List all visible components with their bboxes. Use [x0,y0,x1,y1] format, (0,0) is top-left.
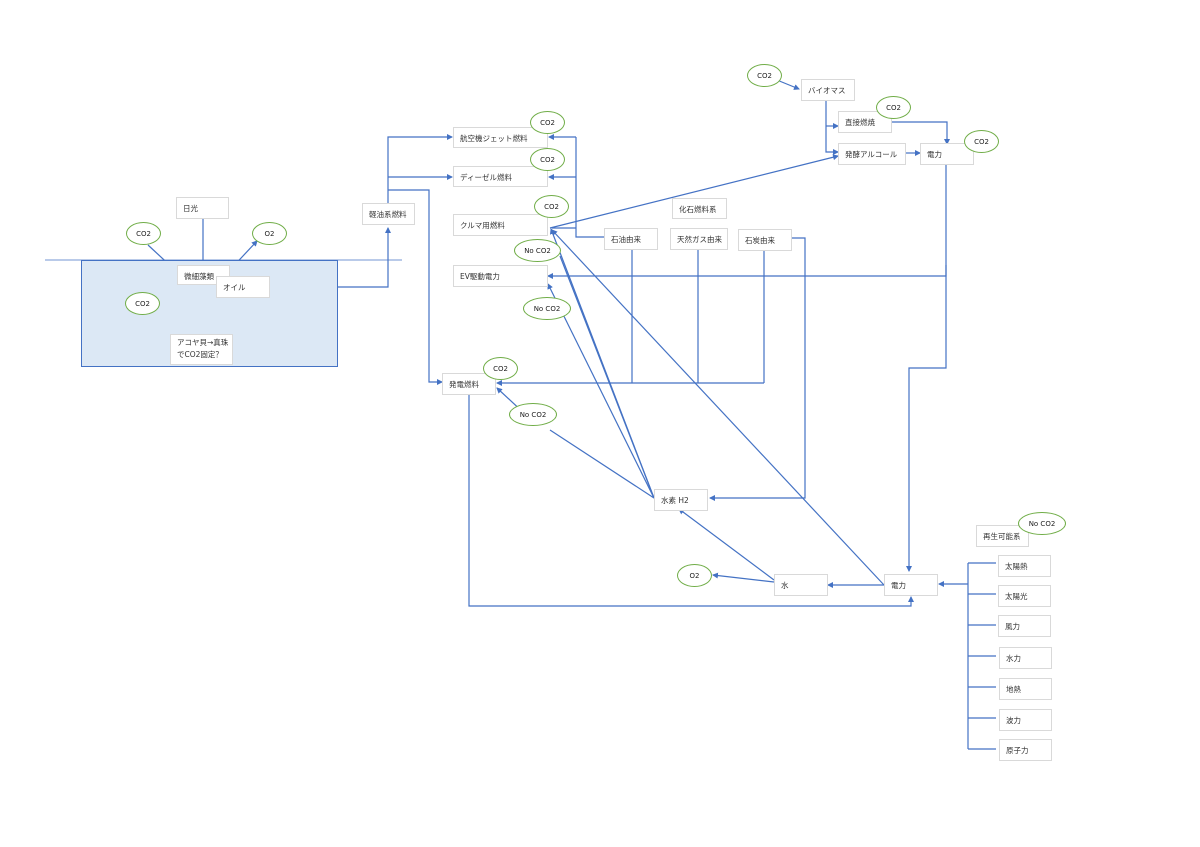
arrow-lightoil-to-powergen [388,189,443,385]
ellipse-o2-water: O2 [677,564,712,587]
ellipse-noco2-ev: No CO2 [523,297,571,320]
ellipse-co2-diesel: CO2 [530,148,565,171]
ellipse-co2-algae-top: CO2 [126,222,161,245]
box-solar-light: 太陽光 [998,585,1051,607]
arrow-lightoil-to-jet [387,134,453,203]
box-jet-fuel: 航空機ジェット燃料 [453,127,548,148]
box-from-natural-gas: 天然ガス由来 [670,228,728,250]
box-renewable-group: 再生可能系 [976,525,1029,547]
ellipse-co2-algae-bottom: CO2 [125,292,160,315]
box-pearl: アコヤ貝→真珠でCO2固定？ [170,334,233,365]
box-electricity-bio: 電力 [920,143,974,165]
box-from-coal: 石炭由来 [738,229,792,251]
box-water: 水 [774,574,828,596]
ellipse-noco2-car: No CO2 [514,239,561,262]
box-biomass: バイオマス [801,79,855,101]
arrow-coal-to-hydrogen [709,237,806,501]
ellipse-co2-bio-elec: CO2 [964,130,999,153]
box-wave: 波力 [999,709,1052,731]
box-solar-heat: 太陽熱 [998,555,1051,577]
box-diesel-fuel: ディーゼル燃料 [453,166,548,187]
ellipse-co2-direct: CO2 [876,96,911,119]
box-car-fuel: クルマ用燃料 [453,214,548,236]
box-light-oil-fuel: 軽油系燃料 [362,203,415,225]
box-from-oil: 石油由来 [604,228,658,250]
box-hydrogen: 水素 H2 [654,489,708,511]
ellipse-co2-car: CO2 [534,195,569,218]
box-electricity-main: 電力 [884,574,938,596]
box-sunlight: 日光 [176,197,229,219]
box-geothermal: 地熱 [999,678,1052,700]
ellipse-noco2-renewable: No CO2 [1018,512,1066,535]
box-power-gen-fuel: 発電燃料 [442,373,496,395]
box-wind: 風力 [998,615,1051,637]
box-nuclear: 原子力 [999,739,1052,761]
ellipse-o2-algae: O2 [252,222,287,245]
box-ev-power: EV駆動電力 [453,265,548,287]
line-oil-origin-left [575,137,605,238]
box-fermented-alcohol: 発酵アルコール [838,143,906,165]
ellipse-co2-jet: CO2 [530,111,565,134]
arrow-car-to-alcohol [549,154,839,229]
ellipse-noco2-power-gen: No CO2 [509,403,557,426]
ellipse-co2-power-gen: CO2 [483,357,518,380]
box-hydro: 水力 [999,647,1052,669]
ellipse-co2-biomass: CO2 [747,64,782,87]
box-fossil-group: 化石燃料系 [672,198,727,219]
box-oil: オイル [216,276,270,298]
box-direct-combustion: 直接燃焼 [838,111,892,133]
